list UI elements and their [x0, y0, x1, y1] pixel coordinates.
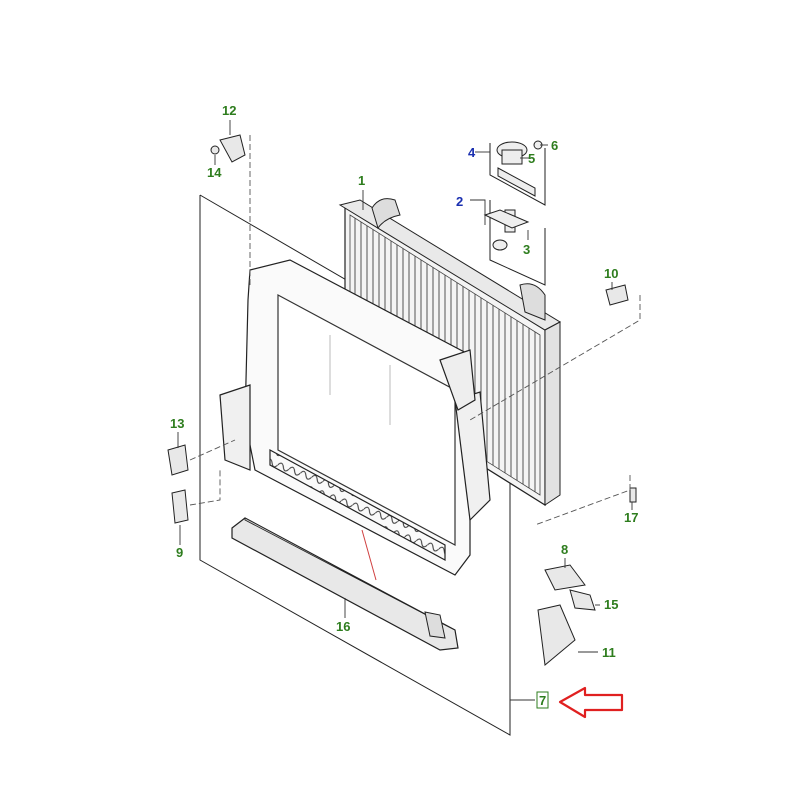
callout-6[interactable]: 6	[551, 138, 558, 153]
callout-4[interactable]: 4	[468, 145, 476, 160]
pointer-line	[361, 529, 377, 581]
callout-7-box[interactable]: 7	[536, 691, 549, 709]
callout-17[interactable]: 17	[624, 510, 638, 525]
callout-9[interactable]: 9	[176, 545, 183, 560]
callout-13[interactable]: 13	[170, 416, 184, 431]
bracket-12	[219, 134, 246, 163]
callout-8[interactable]: 8	[561, 542, 568, 557]
dashed-guides	[189, 135, 641, 526]
callout-labels: 1 2 3 4 5 6 7 8 9 10 11 12 13 14 15 16 1…	[170, 103, 638, 709]
small-parts	[167, 134, 637, 666]
callout-14[interactable]: 14	[207, 165, 222, 180]
bracket-11	[537, 604, 576, 666]
callout-2[interactable]: 2	[456, 194, 463, 209]
callout-11[interactable]: 11	[602, 645, 616, 660]
shroud-frame	[219, 259, 491, 576]
callout-12[interactable]: 12	[222, 103, 236, 118]
callout-16[interactable]: 16	[336, 619, 350, 634]
leader-lines	[177, 120, 633, 701]
upper-mount-assembly	[483, 140, 546, 286]
callout-10[interactable]: 10	[604, 266, 618, 281]
bracket-8	[544, 564, 586, 591]
clip-10	[605, 284, 629, 306]
callout-3[interactable]: 3	[523, 242, 530, 257]
highlight-arrow-icon	[558, 686, 624, 719]
bolt-14	[210, 145, 220, 155]
lower-deflector	[231, 517, 459, 651]
clip-15	[569, 589, 596, 611]
callout-1[interactable]: 1	[358, 173, 365, 188]
bolt-17	[629, 487, 637, 503]
callout-15[interactable]: 15	[604, 597, 618, 612]
bracket-13	[167, 444, 189, 476]
callout-5[interactable]: 5	[528, 151, 535, 166]
bracket-9	[171, 489, 189, 524]
callout-7[interactable]: 7	[539, 693, 546, 708]
